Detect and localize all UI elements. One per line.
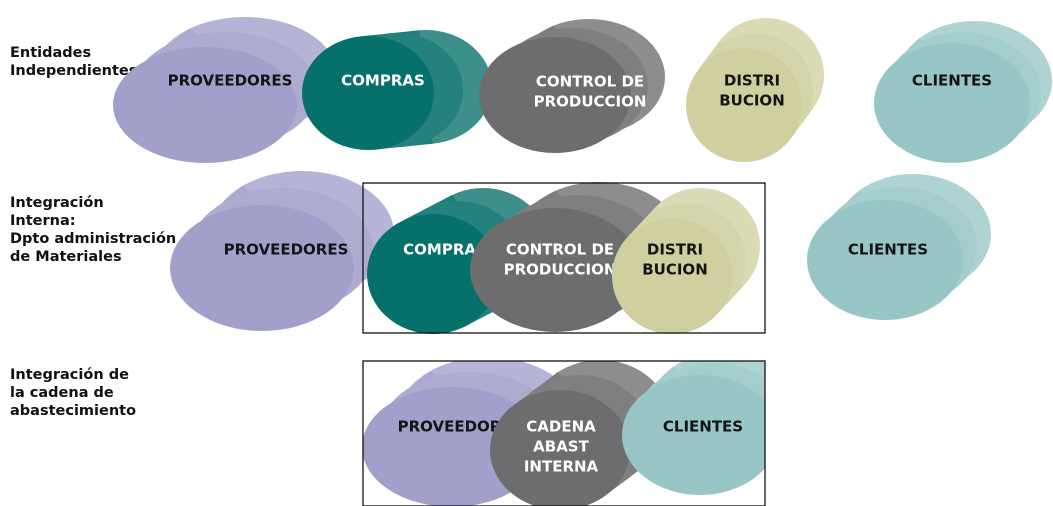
cylinder-proveedores: PROVEEDORES (113, 17, 337, 163)
node-label: PRODUCCION (534, 93, 647, 111)
node-label: PROVEEDORES (398, 418, 523, 436)
node-label: DISTRI (647, 241, 703, 259)
node-label: CONTROL DE (506, 241, 614, 259)
row-1-nodes: PROVEEDORES COMPRAS CONTROL DE PRODUCCION DI… (113, 17, 1052, 163)
node-label: CADENA (526, 418, 596, 436)
node-label: ABAST (533, 438, 589, 456)
internal-integration-frame (362, 182, 766, 334)
node-label: PROVEEDORES (224, 241, 349, 259)
node-label: PRODUCCION (504, 261, 617, 279)
cylinder-distri-bucion: DISTRI BUCION (612, 188, 760, 334)
node-label: INTERNA (524, 458, 599, 476)
node-label: BUCION (642, 261, 708, 279)
node-label: CLIENTES (912, 72, 992, 90)
cylinder-compras: COMPRAS (302, 30, 492, 150)
node-label: DISTRI (724, 72, 780, 90)
cylinder-proveedores: PROVEEDORES (170, 171, 394, 331)
row-label-independent-entities: Entidades Independientes (10, 45, 138, 79)
cylinder-clientes: CLIENTES (874, 21, 1052, 163)
cylinder-control-de-produccion: CONTROL DE PRODUCCION (479, 19, 665, 153)
node-label: COMPRAS (341, 72, 425, 90)
node-label: PROVEEDORES (168, 72, 293, 90)
node-label: CONTROL DE (536, 73, 644, 91)
cylinder-distri-bucion: DISTRI BUCION (686, 18, 824, 162)
cylinder-clientes: CLIENTES (622, 361, 765, 495)
supply-chain-frame (362, 360, 766, 506)
row-label-supply-chain-integration: Integración de la cadena de abastecimien… (10, 367, 137, 419)
cylinder-clientes: CLIENTES (807, 174, 991, 320)
cylinder-control-de-produccion: CONTROL DE PRODUCCION (470, 182, 684, 332)
node-label: BUCION (719, 92, 785, 110)
node-label: CLIENTES (663, 418, 743, 436)
node-label: COMPRAS (403, 241, 487, 259)
node-label: CLIENTES (848, 241, 928, 259)
row-label-internal-integration: Integración Interna: Dpto administración… (10, 195, 177, 265)
